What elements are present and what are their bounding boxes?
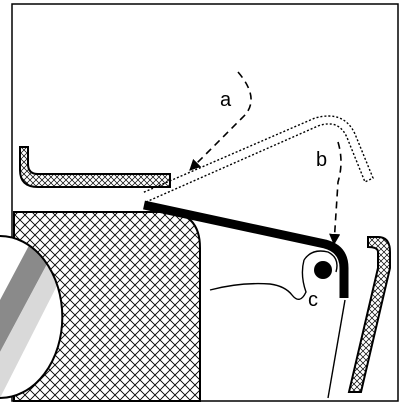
lid-open-outline [141, 115, 374, 203]
label-b: b [316, 149, 327, 171]
lid-closed [143, 200, 349, 298]
upper-left-bracket [19, 146, 171, 188]
arrow-a [189, 71, 252, 171]
magnifier-rim [0, 235, 64, 399]
label-a: a [220, 89, 232, 111]
hinge-pin [314, 261, 332, 279]
seal-curve [209, 259, 307, 300]
hinge-wall-line [327, 299, 346, 399]
arrow-b [329, 141, 342, 246]
label-c: c [308, 289, 318, 311]
right-wall [347, 236, 391, 393]
frame-border [11, 3, 399, 402]
pivot-outline [303, 250, 338, 273]
